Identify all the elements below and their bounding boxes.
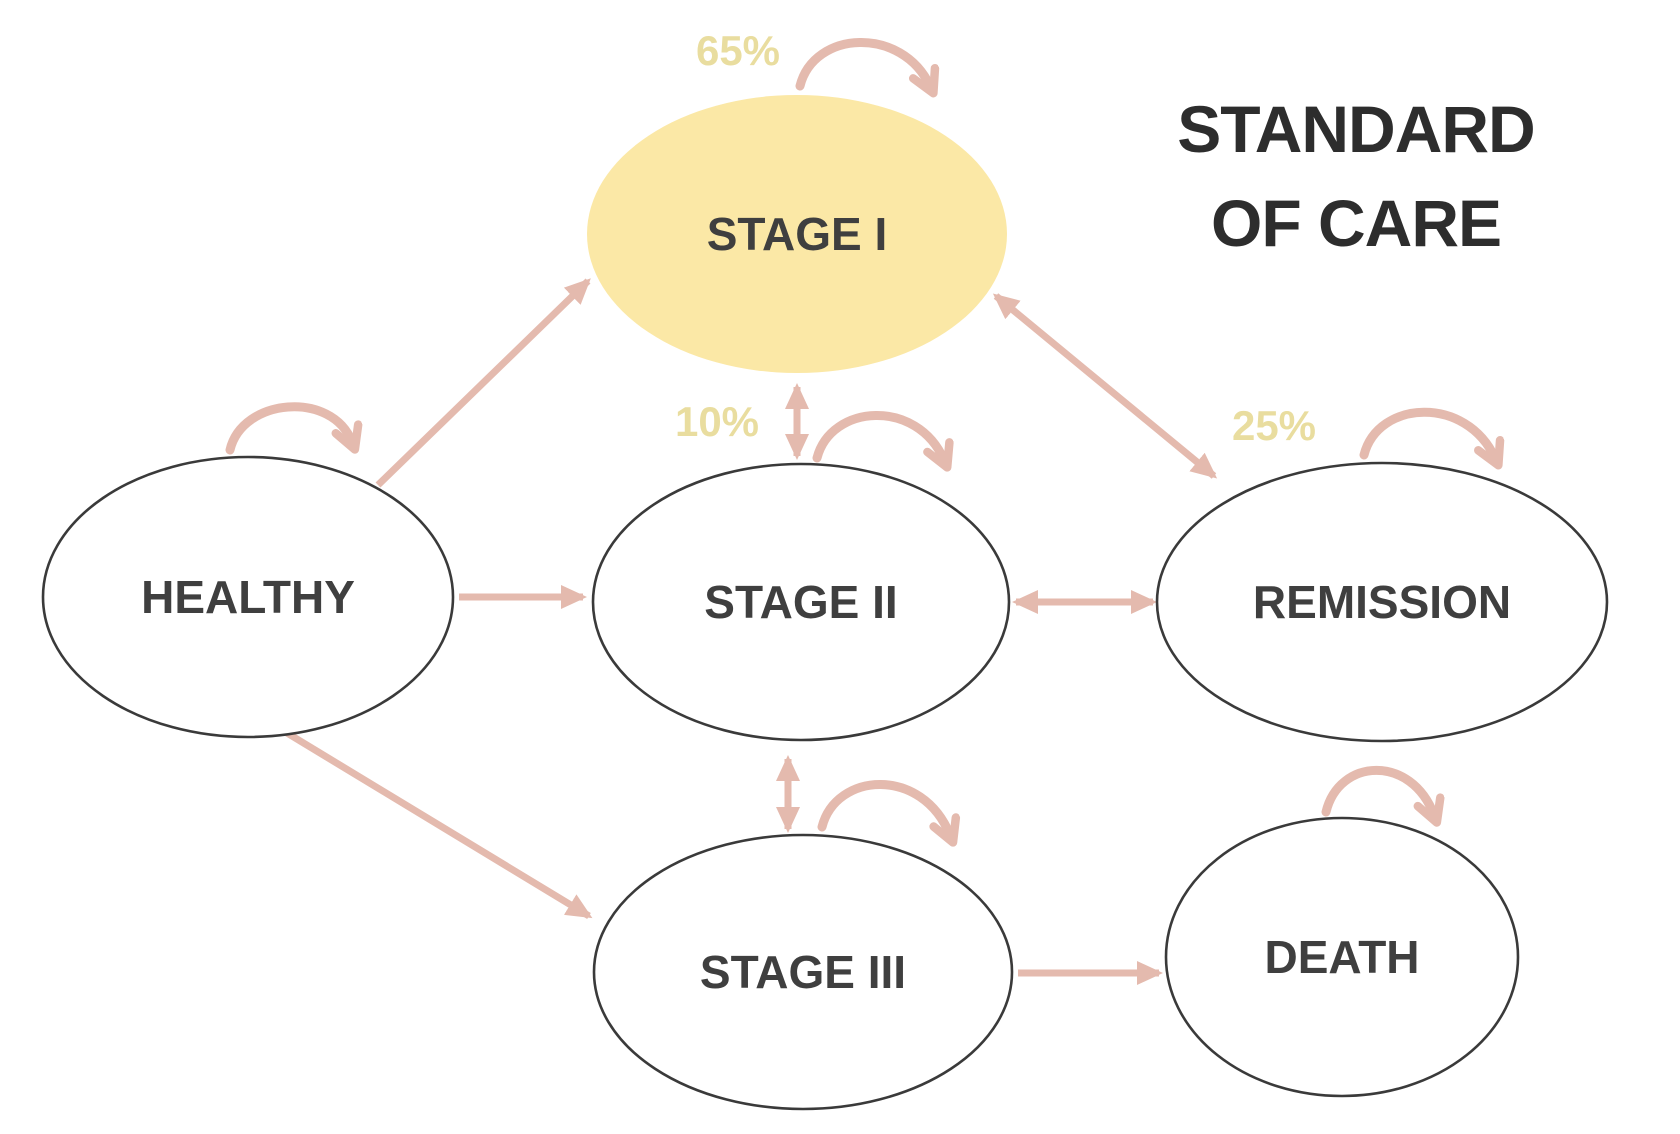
edge-stage1-remission-double-arrow xyxy=(992,293,1218,479)
probability-label-stage1-self: 65% xyxy=(696,27,780,74)
self-loop-healthy xyxy=(225,402,352,455)
node-stage1-ellipse xyxy=(587,95,1007,373)
edge-healthy-to-stage3-arrow xyxy=(285,730,593,919)
node-stage2-ellipse xyxy=(591,462,1011,742)
nodes-layer: STAGE I HEALTHY STAGE II REMISSION STAGE… xyxy=(41,95,1609,1111)
edge-healthy-to-stage1-arrow xyxy=(375,278,591,488)
node-stage1-label: STAGE I xyxy=(707,208,888,260)
node-remission-label: REMISSION xyxy=(1253,576,1511,628)
node-stage1: STAGE I xyxy=(587,95,1007,373)
self-loop-stage1 xyxy=(795,38,930,86)
edges-layer xyxy=(225,38,1495,985)
probability-label-stage1-stage2: 10% xyxy=(675,398,759,445)
self-loop-stage2 xyxy=(812,411,944,460)
self-loop-death xyxy=(1321,765,1434,815)
node-stage3: STAGE III xyxy=(592,833,1014,1111)
node-death-ellipse xyxy=(1164,816,1520,1098)
diagram-title-line2: OF CARE xyxy=(1211,186,1501,260)
node-healthy-label: HEALTHY xyxy=(141,571,355,623)
node-stage2: STAGE II xyxy=(591,462,1011,742)
node-healthy: HEALTHY xyxy=(41,455,455,739)
node-death-label: DEATH xyxy=(1264,931,1419,983)
node-stage3-label: STAGE III xyxy=(700,946,906,998)
node-death: DEATH xyxy=(1164,816,1520,1098)
probability-label-remission-self: 25% xyxy=(1232,402,1316,449)
node-remission-ellipse xyxy=(1155,461,1609,743)
diagram-title: STANDARD OF CARE xyxy=(1177,92,1535,260)
node-healthy-ellipse xyxy=(41,455,455,739)
node-stage2-label: STAGE II xyxy=(704,576,897,628)
node-remission: REMISSION xyxy=(1155,461,1609,743)
self-loop-remission xyxy=(1359,407,1495,458)
self-loop-stage3 xyxy=(817,780,950,835)
node-stage3-ellipse xyxy=(592,833,1014,1111)
diagram-title-line1: STANDARD xyxy=(1177,92,1534,166)
probability-labels-layer: 65% 10% 25% xyxy=(675,27,1316,449)
